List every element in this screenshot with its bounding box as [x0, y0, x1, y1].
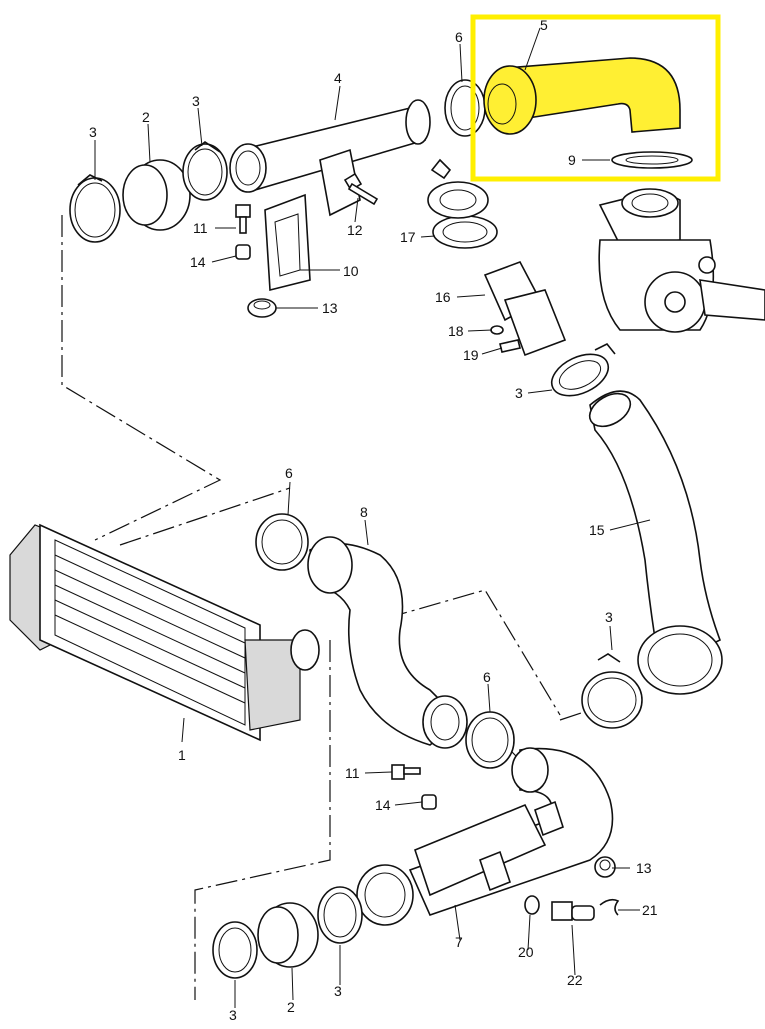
- label-part-2: 2: [287, 999, 295, 1015]
- gasket-upper: [427, 158, 489, 219]
- label-part-11: 11: [345, 765, 360, 781]
- part-2-sleeve-bottom: [257, 902, 319, 968]
- part-11-bolt-top: [235, 204, 251, 234]
- label-part-20: 20: [518, 944, 534, 960]
- part-6-clamp-lower: [465, 711, 515, 769]
- part-4-charge-air-pipe: [229, 99, 431, 217]
- label-part-2: 2: [142, 109, 150, 125]
- part-3-hose-clamp-bottom-right: [317, 886, 363, 944]
- part-10-bracket: [264, 193, 311, 292]
- label-part-6: 6: [483, 669, 491, 685]
- label-part-3: 3: [515, 385, 523, 401]
- label-part-6: 6: [455, 29, 463, 45]
- label-part-13: 13: [322, 300, 338, 316]
- part-19-bolt: [499, 339, 521, 353]
- label-part-5: 5: [540, 17, 548, 33]
- label-part-13: 13: [636, 860, 652, 876]
- part-17-gasket: [432, 215, 498, 249]
- part-12-bolt: [343, 172, 379, 206]
- part-8-hose: [307, 536, 468, 749]
- part-14-nut-lower: [421, 794, 437, 810]
- label-part-6: 6: [285, 465, 293, 481]
- turbocharger: [598, 188, 765, 333]
- part-11-bolt-lower: [391, 764, 421, 780]
- part-18-washer: [490, 325, 504, 335]
- label-part-14: 14: [190, 254, 206, 270]
- part-7-pipe: [356, 747, 614, 926]
- part-6-clamp-top: [444, 79, 486, 137]
- label-part-8: 8: [360, 504, 368, 520]
- part-13-grommet-lower: [594, 856, 616, 878]
- label-part-3: 3: [605, 609, 613, 625]
- label-part-11: 11: [193, 220, 208, 236]
- label-part-7: 7: [455, 934, 463, 950]
- part-6-clamp-middle: [255, 513, 309, 571]
- part-16-flange-pipe: [483, 261, 567, 357]
- part-2-sleeve-top-left: [122, 159, 191, 231]
- highlight-frame: [470, 14, 721, 182]
- label-part-15: 15: [589, 522, 605, 538]
- label-part-3: 3: [89, 124, 97, 140]
- part-20-seal-ring: [524, 895, 540, 915]
- leader-lines: [94, 27, 651, 1008]
- label-part-10: 10: [343, 263, 359, 279]
- label-part-4: 4: [334, 70, 342, 86]
- part-21-connector-clip: [599, 898, 620, 916]
- label-part-3: 3: [192, 93, 200, 109]
- part-3-hose-clamp-top-left: [69, 174, 121, 243]
- part-5-elbow-hose-highlighted: [483, 57, 681, 135]
- label-part-16: 16: [435, 289, 451, 305]
- label-part-9: 9: [568, 152, 576, 168]
- label-part-19: 19: [463, 347, 479, 363]
- part-9-clip: [611, 151, 693, 169]
- part-1-intercooler: [9, 523, 320, 742]
- part-15-charge-air-hose: [588, 390, 723, 695]
- label-part-1: 1: [178, 747, 186, 763]
- part-number-labels: 3 2 3 4 5 6 9 11 14 10 12 13 17 16 18 19…: [89, 17, 658, 1023]
- label-part-17: 17: [400, 229, 416, 245]
- label-part-22: 22: [567, 972, 583, 988]
- part-3-hose-clamp-right-lower: [581, 653, 643, 729]
- part-3-hose-clamp-top: [182, 141, 228, 201]
- label-part-3: 3: [229, 1007, 237, 1023]
- label-part-18: 18: [448, 323, 464, 339]
- part-13-grommet-top: [247, 298, 277, 318]
- label-part-3: 3: [334, 983, 342, 999]
- label-part-12: 12: [347, 222, 363, 238]
- part-3-hose-clamp-right-upper: [550, 342, 616, 397]
- part-22-sensor: [551, 901, 595, 921]
- label-part-14: 14: [375, 797, 391, 813]
- part-3-hose-clamp-bottom-left: [212, 921, 258, 979]
- label-part-21: 21: [642, 902, 658, 918]
- part-14-nut-top: [235, 244, 251, 260]
